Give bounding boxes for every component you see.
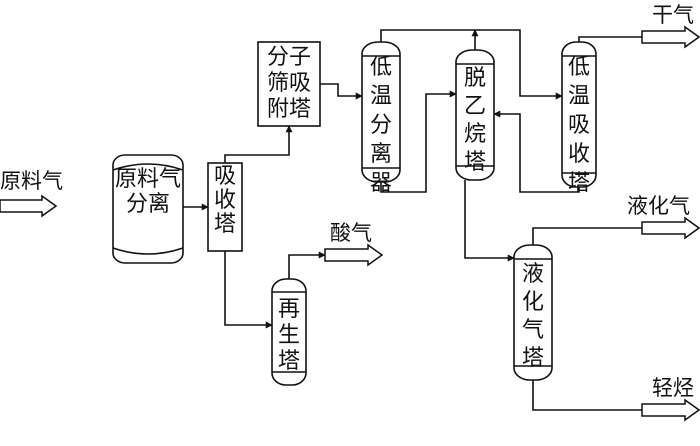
- line-absorber-to-sieve: [224, 125, 293, 163]
- absorber-label: 吸收塔: [214, 164, 236, 237]
- light-hc-arrow-icon: [641, 398, 700, 422]
- lpg-tower-label: 液化气塔: [522, 262, 544, 371]
- regenerator-label: 再生塔: [278, 297, 300, 374]
- line-separator-to-deethanizer: [380, 90, 457, 193]
- acid-gas-arrow-icon: [324, 243, 384, 267]
- low-temp-absorber-label: 低温吸收塔: [568, 55, 590, 196]
- line-lpg-bottom-to-light-hc: [532, 380, 642, 411]
- line-absorber-to-regenerator: [224, 251, 273, 329]
- line-absorber-top-to-dry-gas: [578, 36, 642, 42]
- deethanizer-seams: [456, 63, 494, 167]
- lpg-tower-seams: [514, 258, 552, 367]
- molecular-sieve-label: 分子筛吸附塔: [267, 45, 311, 122]
- regenerator-seams: [272, 291, 306, 373]
- dry-gas-label: 干气: [652, 3, 694, 27]
- line-sieve-to-low-temp-separator: [320, 83, 363, 100]
- line-regenerator-to-acid-gas: [288, 251, 326, 279]
- acid-gas-label: 酸气: [330, 221, 372, 245]
- feed-gas-label: 原料气: [0, 169, 63, 193]
- feed-separator-vessel: [112, 154, 184, 264]
- low-temp-absorber-seams: [562, 55, 596, 174]
- feed-separator-label: 原料气分离: [115, 167, 181, 217]
- deethanizer-label: 脱乙烷塔: [464, 66, 486, 175]
- line-lpg-top-to-lpg-outlet: [532, 227, 642, 245]
- light-hc-label: 轻烃: [652, 376, 694, 400]
- feed-separator-bottom: [112, 247, 184, 255]
- feed-gas-arrow-icon: [0, 194, 58, 218]
- lpg-arrow-icon: [641, 216, 700, 240]
- low-temp-separator-seams: [362, 55, 400, 169]
- low-temp-separator-label: 低温分离器: [370, 55, 392, 196]
- feed-separator-head: [112, 163, 184, 171]
- line-absorber-recycle: [493, 110, 580, 193]
- line-separator-top-to-absorber: [380, 29, 563, 100]
- absorber-box: [207, 162, 243, 252]
- dry-gas-arrow-icon: [641, 25, 700, 49]
- line-deethanizer-to-lpg-tower: [464, 180, 515, 262]
- lpg-label: 液化气: [627, 194, 690, 218]
